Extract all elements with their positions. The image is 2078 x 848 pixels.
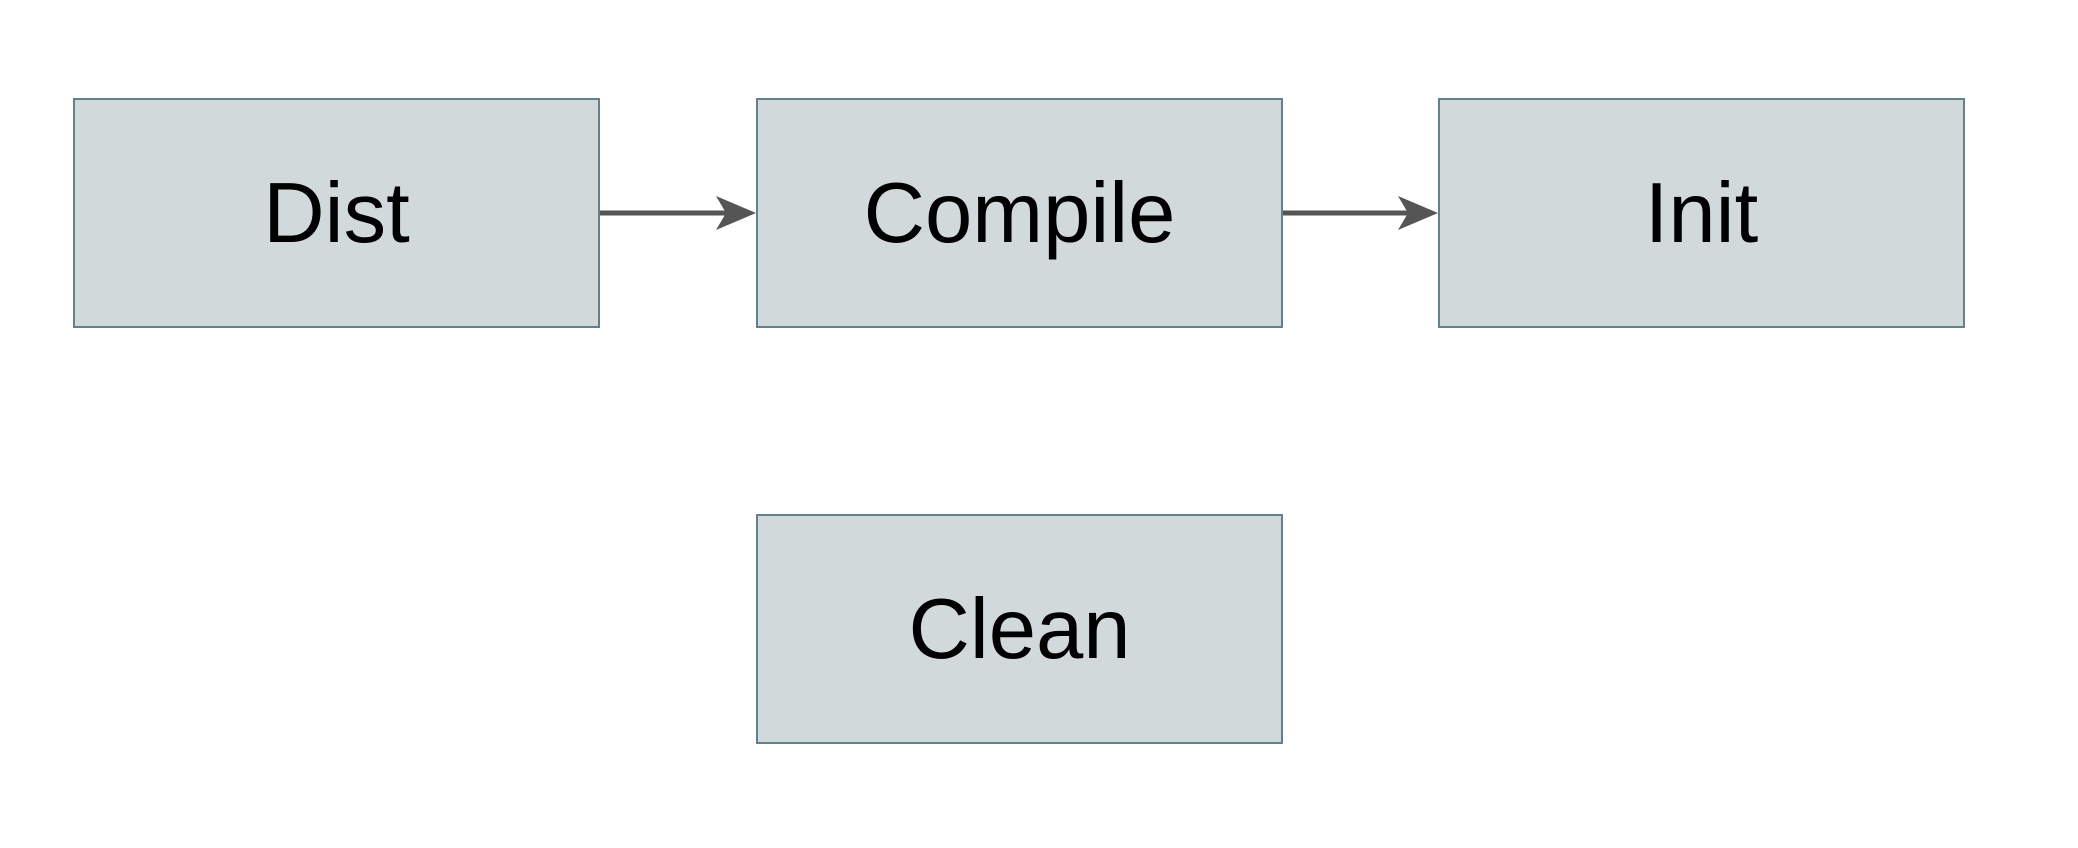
arrow-dist-to-compile[interactable] xyxy=(600,196,756,230)
node-dist-label: Dist xyxy=(263,165,410,261)
node-init[interactable]: Init xyxy=(1438,98,1965,328)
arrowhead-icon xyxy=(1398,196,1438,230)
arrow-compile-to-init[interactable] xyxy=(1283,196,1438,230)
node-compile-label: Compile xyxy=(863,165,1176,261)
node-compile[interactable]: Compile xyxy=(756,98,1283,328)
arrowhead-icon xyxy=(716,196,756,230)
node-clean[interactable]: Clean xyxy=(756,514,1283,744)
node-init-label: Init xyxy=(1644,165,1759,261)
node-clean-label: Clean xyxy=(908,581,1131,677)
node-dist[interactable]: Dist xyxy=(73,98,600,328)
